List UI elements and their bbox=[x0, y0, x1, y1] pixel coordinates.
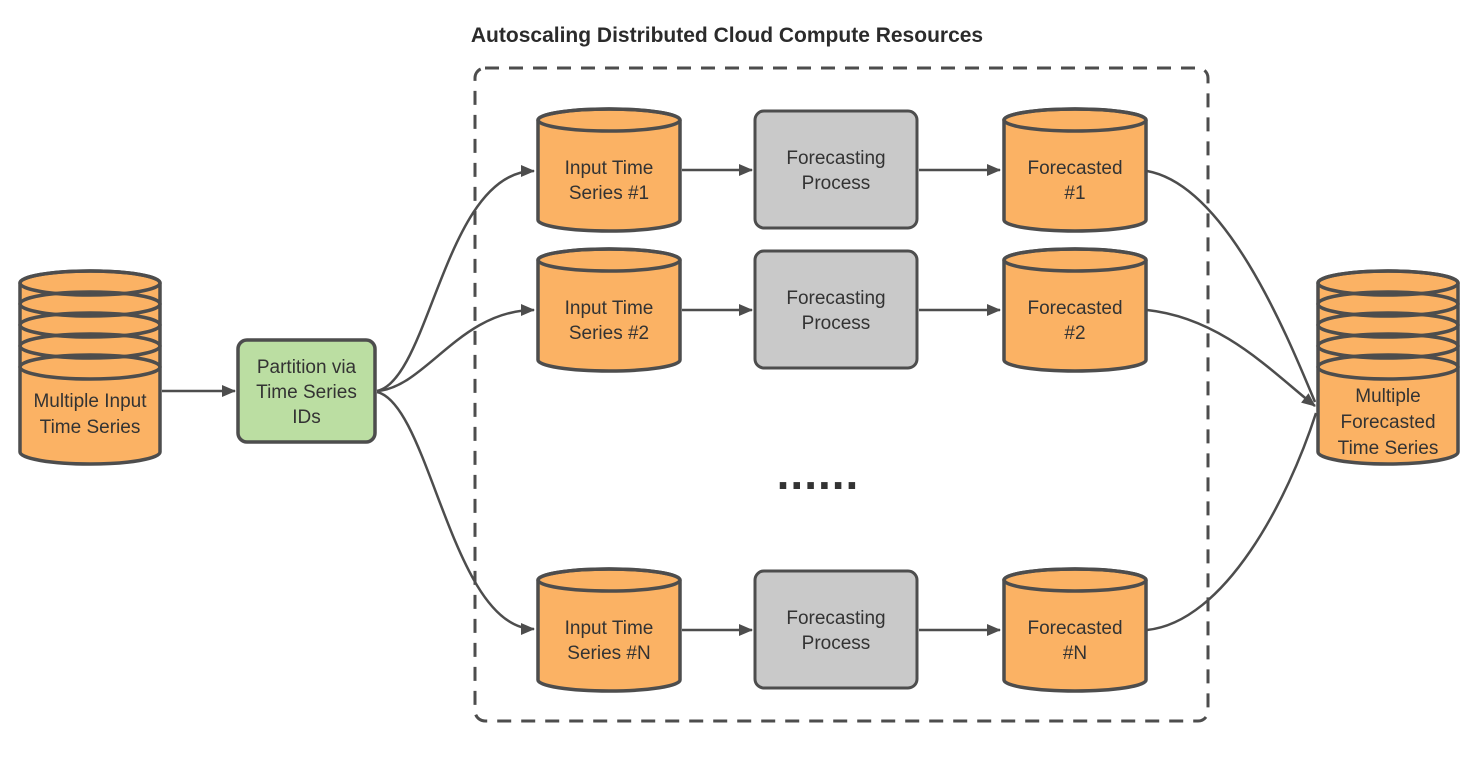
row1-output-cylinder bbox=[1002, 107, 1148, 233]
row1-process-label: Forecasting Process bbox=[786, 148, 886, 194]
row2-forecasting-process-box bbox=[753, 249, 919, 370]
edge-row1-to-output-stack bbox=[1146, 169, 1317, 403]
row2-output-label: Forecasted #2 bbox=[1027, 298, 1123, 344]
partition-label: Partition via Time Series IDs bbox=[256, 357, 357, 428]
rowN-input-cylinder bbox=[536, 567, 682, 693]
autoscaling-container-border bbox=[473, 66, 1210, 723]
row1-forecasting-process-box bbox=[753, 109, 919, 230]
output-stack-cylinder bbox=[1316, 269, 1460, 466]
row2-process-label: Forecasting Process bbox=[786, 288, 886, 334]
input-stack-cylinder bbox=[18, 269, 162, 466]
rowN-output-label: Forecasted #N bbox=[1027, 618, 1123, 664]
edge-partition-to-row2 bbox=[376, 304, 535, 393]
edge-partition-to-rowN bbox=[376, 390, 535, 635]
ellipsis-dots: ...... bbox=[776, 447, 860, 499]
row1-output-label: Forecasted #1 bbox=[1027, 158, 1123, 204]
diagram-title: Autoscaling Distributed Cloud Compute Re… bbox=[470, 24, 984, 47]
row2-output-cylinder bbox=[1002, 247, 1148, 373]
row1-input-label: Input Time Series #1 bbox=[564, 158, 654, 204]
rowN-input-label: Input Time Series #N bbox=[564, 618, 654, 664]
rowN-output-cylinder bbox=[1002, 567, 1148, 693]
edge-partition-to-row1 bbox=[376, 165, 535, 393]
edge-rowN-to-output-stack bbox=[1146, 412, 1318, 632]
rowN-process-label: Forecasting Process bbox=[786, 608, 886, 654]
rowN-forecasting-process-box bbox=[753, 569, 919, 690]
edge-row2-to-output-stack bbox=[1146, 308, 1316, 407]
row1-input-cylinder bbox=[536, 107, 682, 233]
row2-input-cylinder bbox=[536, 247, 682, 373]
row2-input-label: Input Time Series #2 bbox=[564, 298, 654, 344]
partition-box bbox=[236, 338, 377, 444]
input-stack-label: Multiple Input Time Series bbox=[33, 391, 147, 438]
output-stack-label: Multiple Forecasted Time Series bbox=[1337, 386, 1439, 459]
